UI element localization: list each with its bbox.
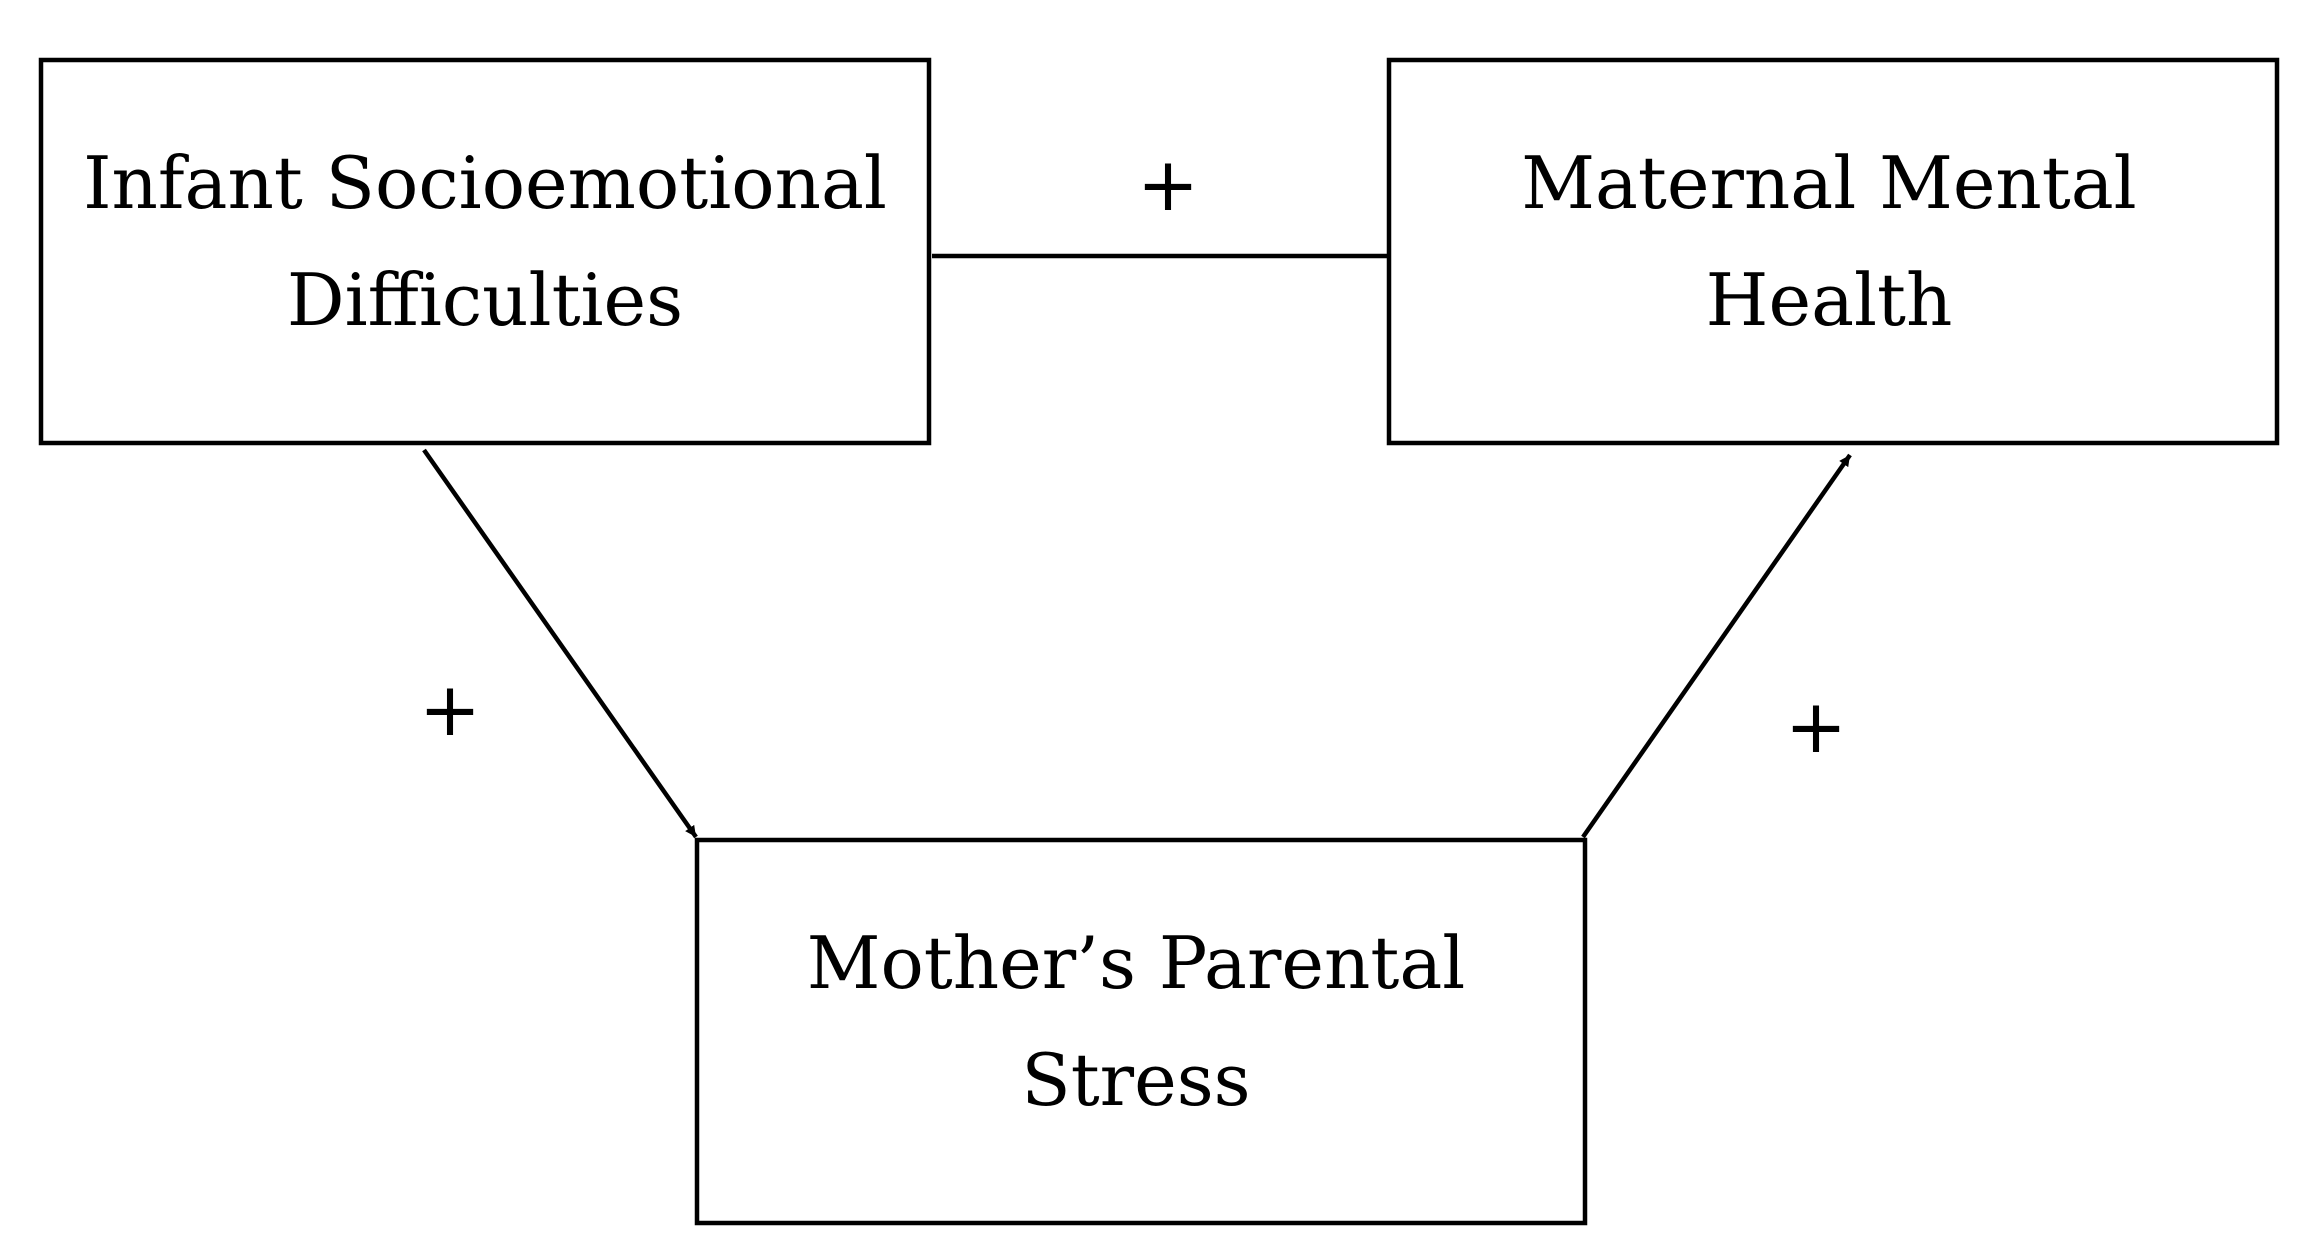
node-infant-socioemotional-difficulties: Infant Socioemotional Difficulties bbox=[38, 57, 932, 446]
edge-sign-infant-to-maternal: + bbox=[1137, 142, 1199, 228]
node-label-line1: Infant Socioemotional bbox=[83, 141, 887, 225]
node-label-line2: Stress bbox=[1021, 1038, 1250, 1122]
edge-sign-infant-to-stress: + bbox=[419, 667, 481, 753]
node-box bbox=[1386, 57, 2280, 446]
node-label-line1: Mother’s Parental bbox=[807, 921, 1466, 1005]
node-label-line1: Maternal Mental bbox=[1521, 141, 2136, 225]
node-box bbox=[694, 837, 1588, 1226]
node-box bbox=[38, 57, 932, 446]
node-maternal-mental-health: Maternal Mental Health bbox=[1386, 57, 2280, 446]
node-label-line2: Health bbox=[1706, 258, 1953, 342]
arrow-infant-to-stress bbox=[422, 448, 698, 839]
node-mothers-parental-stress: Mother’s Parental Stress bbox=[694, 837, 1588, 1226]
edge-sign-stress-to-maternal: + bbox=[1785, 684, 1847, 770]
node-label-line2: Difficulties bbox=[287, 258, 683, 342]
arrow-stress-to-maternal bbox=[1581, 453, 1852, 839]
